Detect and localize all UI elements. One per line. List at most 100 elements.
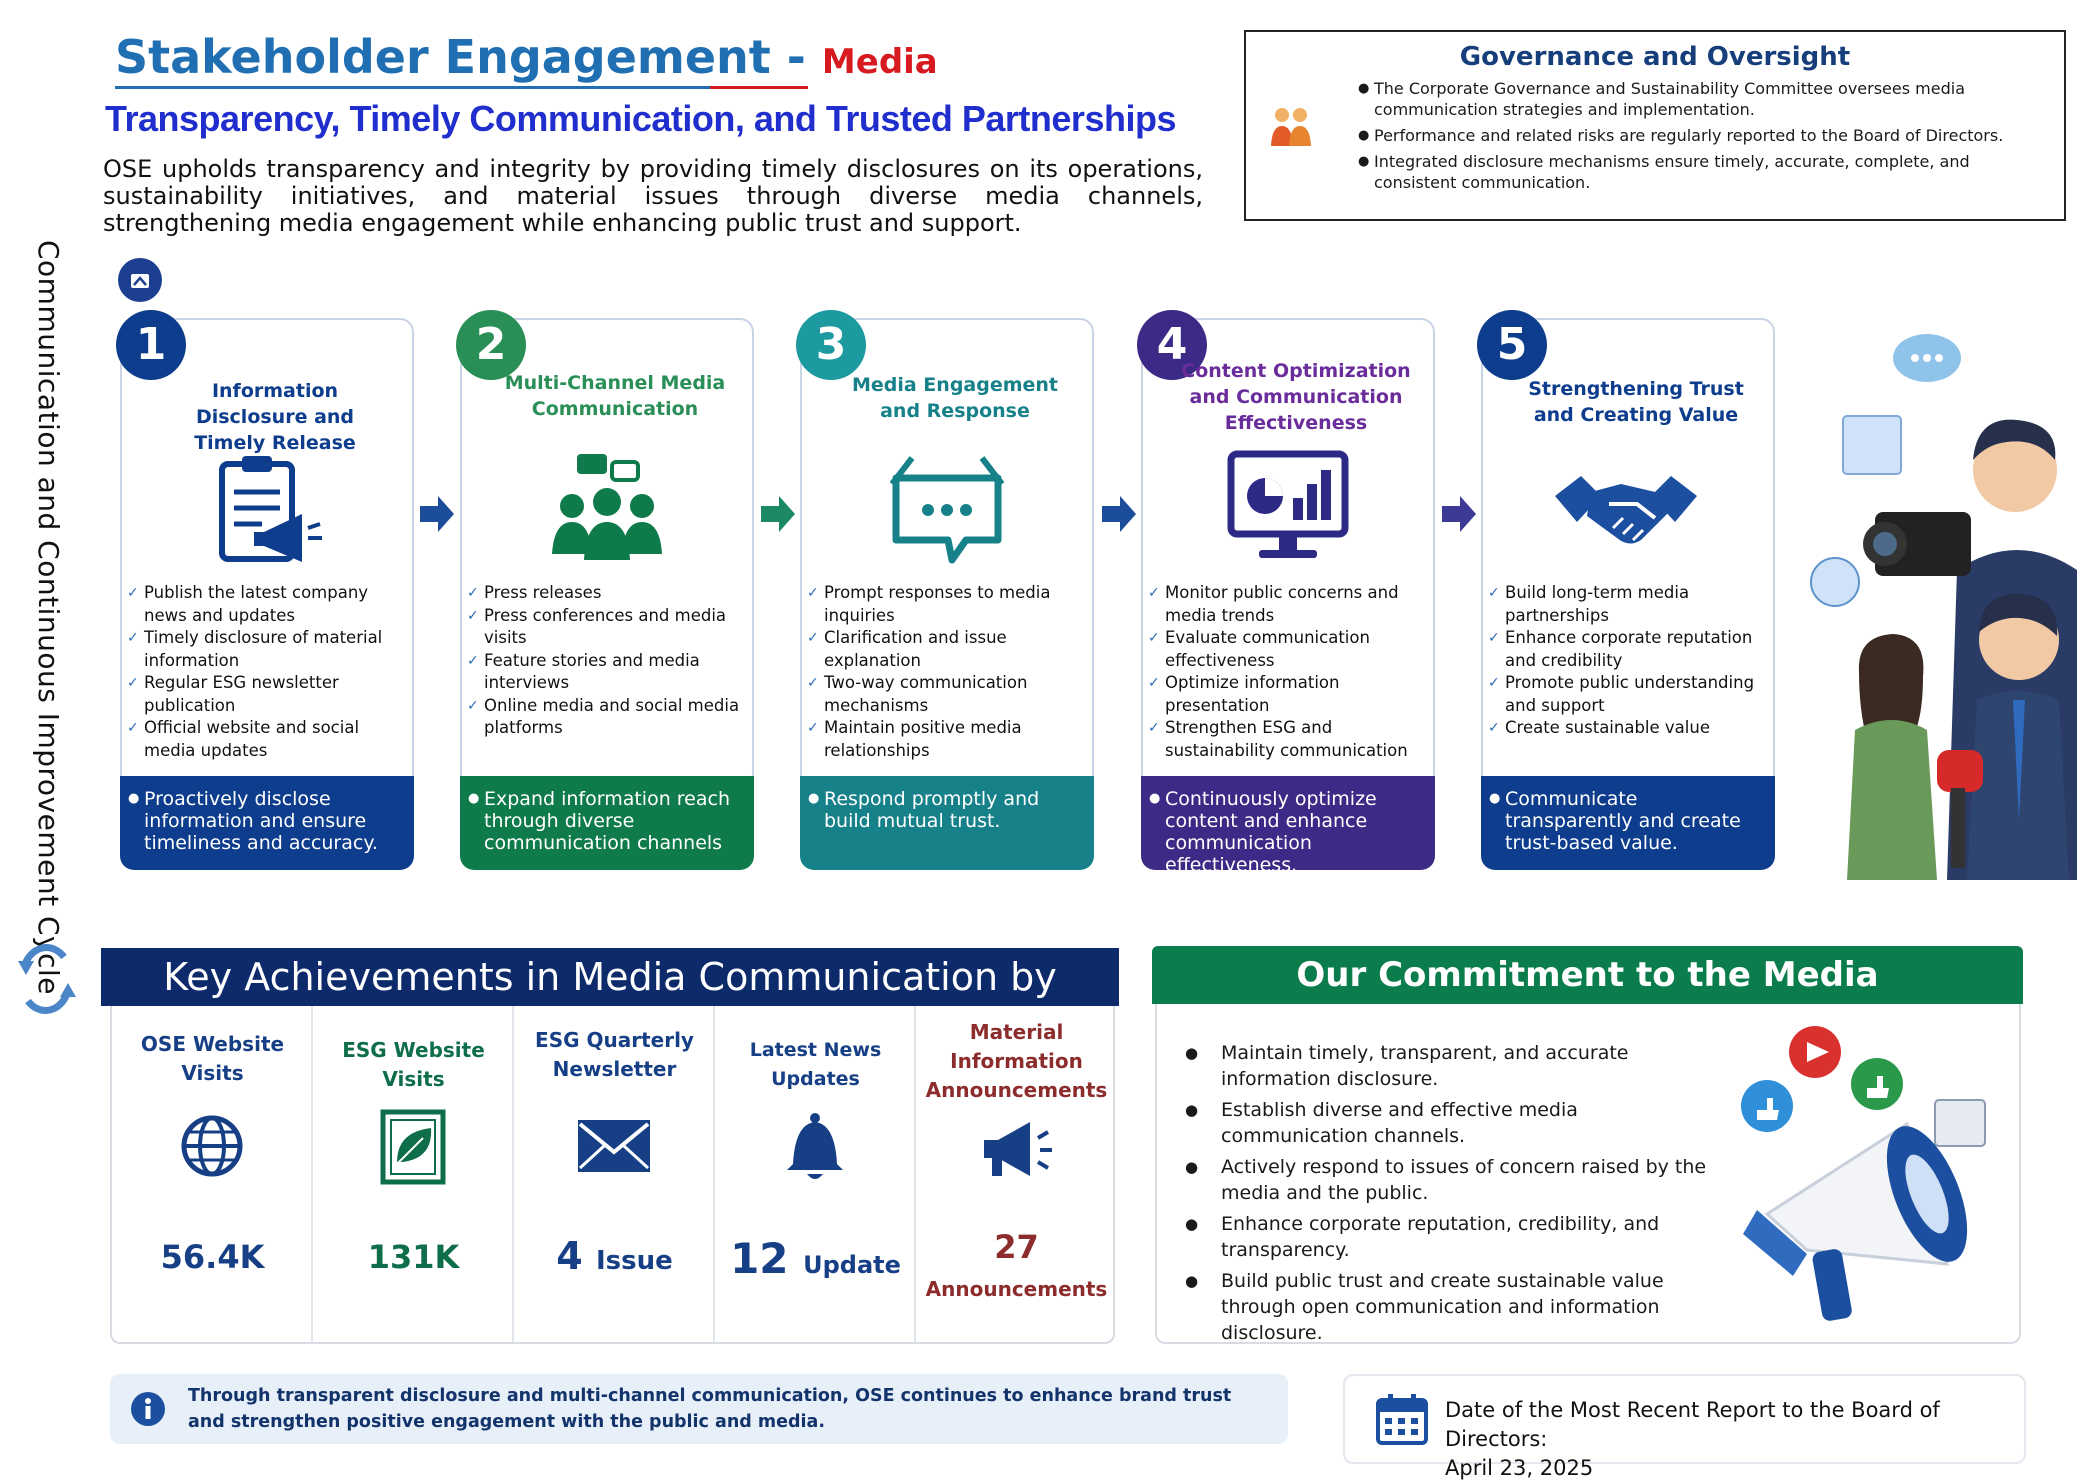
achievement-label: ESG Website Visits [342,1038,485,1091]
commitment-item: Enhance corporate reputation, credibilit… [1185,1211,1715,1263]
step-5: 5 Strengthening Trust and Creating Value… [1477,310,1775,870]
governance-list: The Corporate Governance and Sustainabil… [1358,78,2044,193]
bell-icon [787,1113,843,1179]
clipboard-megaphone-icon [219,456,322,562]
step-summary: Proactively disclose information and ens… [120,776,414,870]
step-title: Multi-Channel Media Communication [504,372,726,420]
step-list-item: Press releases [464,582,754,605]
title-underline [115,86,710,89]
achievement-label: OSE Website Visits [140,1032,285,1085]
step-title: Strengthening Trust and Creating Value [1528,378,1744,426]
step-list-item: Evaluate communication effectiveness [1145,627,1435,672]
cycle-arrows-icon [18,944,76,1014]
title-main: Stakeholder Engagement - [115,30,822,84]
step-list: Prompt responses to media inquiries Clar… [804,582,1094,762]
achievement-website-visits: OSE Website Visits 56.4K [112,1006,313,1342]
arrow-right-icon [1442,496,1476,532]
step-list: Monitor public concerns and media trends… [1145,582,1435,762]
step-number: 4 [1137,310,1207,380]
step-list: Press releases Press conferences and med… [464,582,754,740]
achievement-label: Material Information Announcements [925,1020,1108,1102]
achievement-number: 12 [730,1234,789,1283]
board-report-box: Date of the Most Recent Report to the Bo… [1343,1374,2026,1480]
step-list: Build long-term media partnerships Enhan… [1485,582,1775,740]
step-1: 1 Information Disclosure and Timely Rele… [116,310,414,870]
step-list-item: Timely disclosure of material informatio… [124,627,414,672]
step-list-item: Promote public understanding and support [1485,672,1775,717]
step-list: Publish the latest company news and upda… [124,582,414,762]
envelope-icon [578,1120,650,1172]
megaphone-icon [984,1122,1052,1176]
intro-paragraph: OSE upholds transparency and integrity b… [103,155,1203,237]
achievements-panel: OSE Website Visits 56.4K ESG Website Vis… [110,1006,1115,1344]
step-list-item: Clarification and issue explanation [804,627,1094,672]
step-list-item: Press conferences and media visits [464,605,754,650]
step-list-item: Create sustainable value [1485,717,1775,740]
governance-box: Governance and Oversight The Corporate G… [1244,30,2066,221]
step-title: Content Optimization and Communication E… [1181,360,1411,434]
step-list-item: Publish the latest company news and upda… [124,582,414,627]
info-icon [131,1392,165,1426]
people-chat-icon [552,454,662,560]
achievement-value: 56.4K [112,1238,313,1276]
page-subtitle: Transparency, Timely Communication, and … [105,98,1176,139]
press-people-illustration [1810,334,2077,880]
step-summary: Communicate transparently and create tru… [1481,776,1775,870]
commitment-item: Actively respond to issues of concern ra… [1185,1154,1715,1206]
step-summary: Expand information reach through diverse… [460,776,754,870]
commitment-item: Establish diverse and effective media co… [1185,1097,1715,1149]
achievement-unit: Announcements [925,1277,1108,1301]
achievement-number: 4 [556,1234,583,1278]
megaphone-social-icon [1741,1026,1986,1321]
step-list-item: Regular ESG newsletter publication [124,672,414,717]
step-summary: Continuously optimize content and enhanc… [1141,776,1435,876]
step-2: 2 Multi-Channel Media Communication Pres… [456,310,754,870]
achievement-esg-visits: ESG Website Visits 131K [313,1006,514,1342]
arrow-right-icon [420,496,454,532]
step-3: 3 Media Engagement and Response Prompt r… [796,310,1094,870]
footer-note-text: Through transparent disclosure and multi… [188,1386,1232,1432]
step-list-item: Enhance corporate reputation and credibi… [1485,627,1775,672]
cycle-label: Communication and Continuous Improvement… [32,240,65,995]
step-title: Media Engagement and Response [851,374,1059,422]
step-list-item: Monitor public concerns and media trends [1145,582,1435,627]
board-report-date: April 23, 2025 [1445,1456,1594,1480]
team-icon [1271,108,1311,146]
title-underline-highlight [710,86,808,89]
globe-icon [181,1115,243,1177]
commitment-panel: Maintain timely, transparent, and accura… [1155,1004,2021,1344]
achievements-header: Key Achievements in Media Communication … [101,948,1119,1006]
step-list-item: Strengthen ESG and sustainability commun… [1145,717,1435,762]
board-report-label: Date of the Most Recent Report to the Bo… [1445,1398,1940,1451]
governance-title: Governance and Oversight [1459,42,1851,72]
handshake-icon [1555,476,1697,544]
commitment-header: Our Commitment to the Media [1152,946,2023,1004]
achievement-value: 131K [313,1238,514,1276]
step-4: 4 Content Optimization and Communication… [1137,310,1435,876]
achievement-number: 56.4K [160,1238,265,1276]
step-number: 1 [116,310,186,380]
achievement-esg-newsletter: ESG Quarterly Newsletter 4 Issue [514,1006,715,1342]
monitor-chart-icon [1227,450,1349,558]
governance-item: Performance and related risks are regula… [1358,125,2044,146]
step-summary: Respond promptly and build mutual trust. [800,776,1094,870]
commitment-list: Maintain timely, transparent, and accura… [1185,1040,1715,1351]
step-list-item: Build long-term media partnerships [1485,582,1775,627]
achievement-value: 4 Issue [514,1234,715,1278]
leaf-page-icon [380,1109,446,1185]
step-number: 5 [1477,310,1547,380]
footer-note: Through transparent disclosure and multi… [110,1374,1288,1444]
step-list-item: Two-way communication mechanisms [804,672,1094,717]
step-title: Information Disclosure and Timely Releas… [194,380,356,454]
governance-item: Integrated disclosure mechanisms ensure … [1358,151,2044,193]
arrow-right-icon [1102,496,1136,532]
achievement-unit: Update [803,1251,901,1279]
step-list-item: Online media and social media platforms [464,695,754,740]
step-number: 2 [456,310,526,380]
calendar-icon [1376,1394,1428,1445]
achievement-number: 131K [367,1238,460,1276]
page-title: Stakeholder Engagement - Media [115,30,938,84]
achievement-unit: Issue [595,1246,673,1276]
